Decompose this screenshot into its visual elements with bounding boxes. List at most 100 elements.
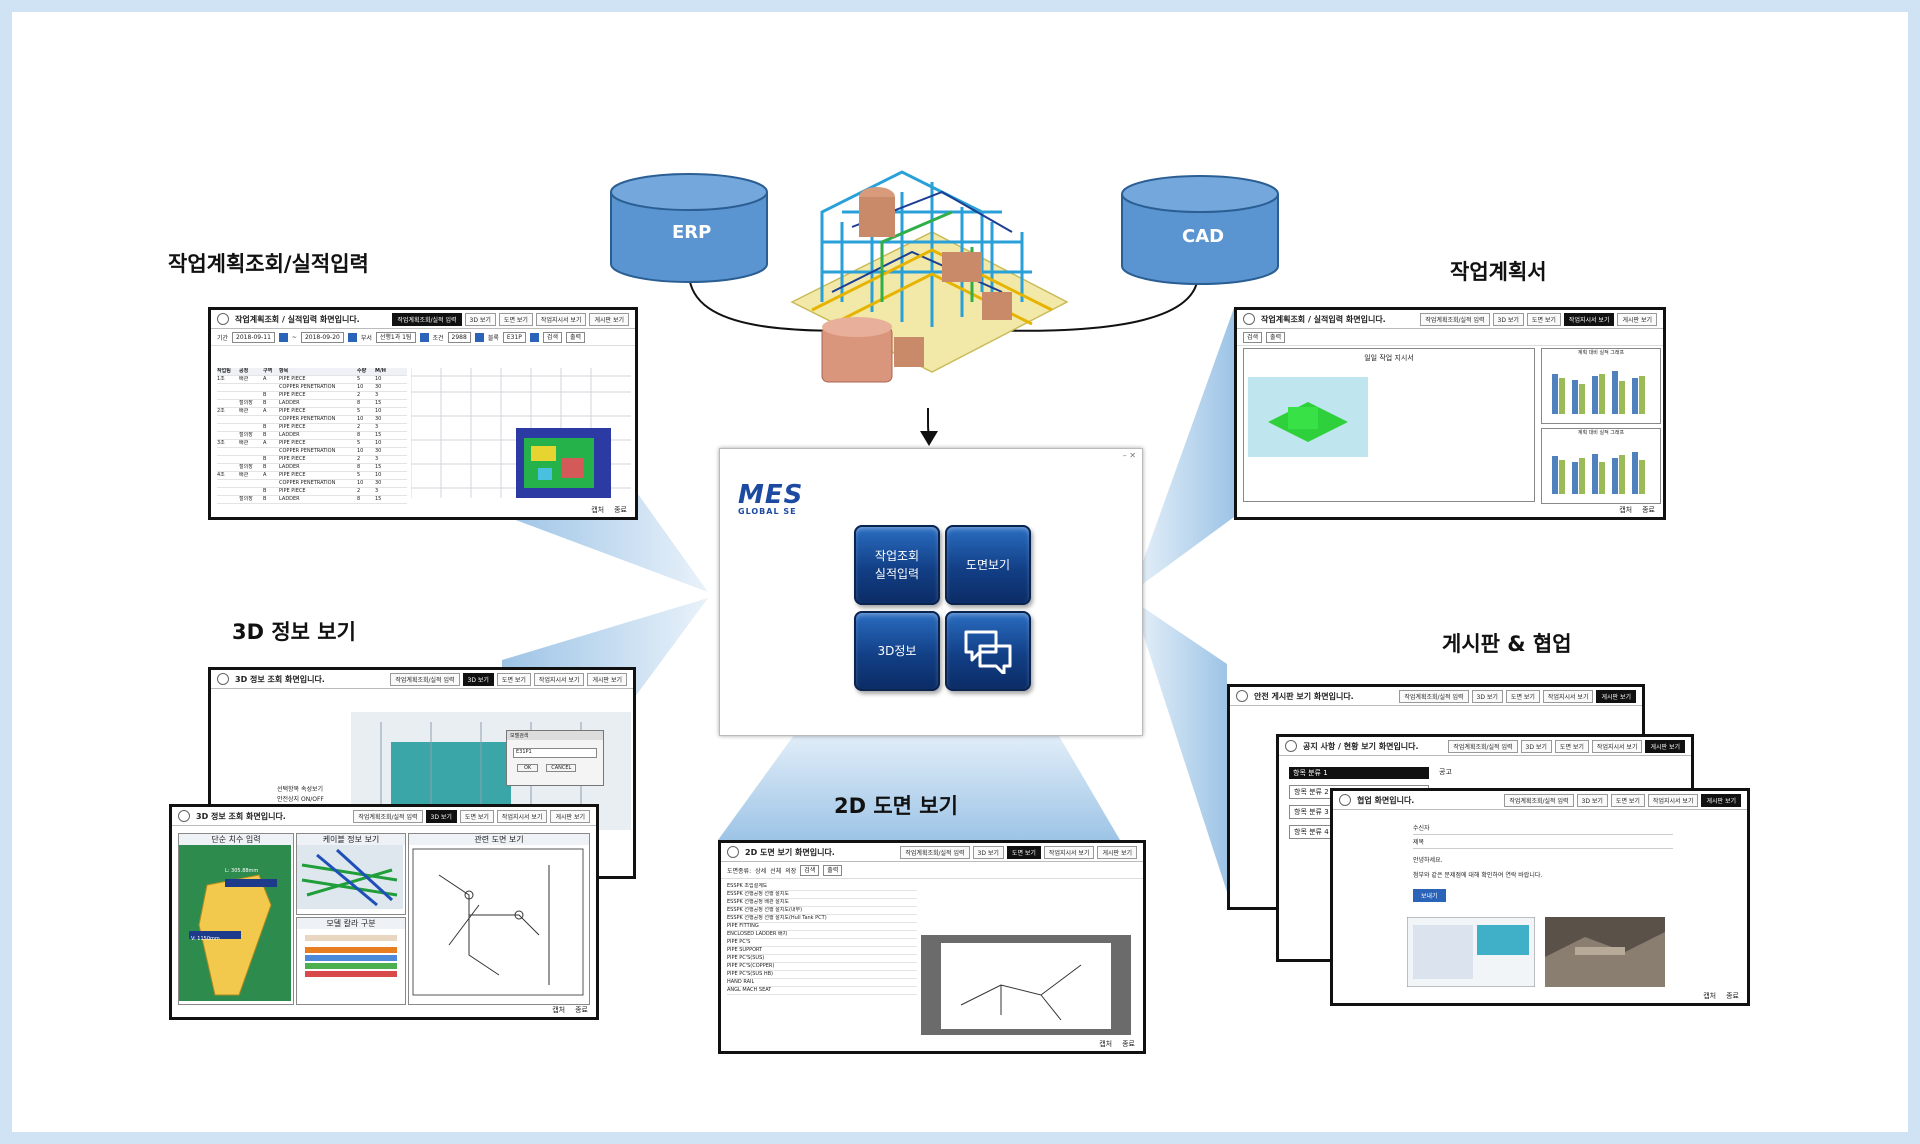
tab-plan[interactable]: 작업계획조회/실적 입력 bbox=[900, 845, 970, 859]
tab-plan[interactable]: 작업계획조회/실적 입력 bbox=[392, 312, 462, 326]
option-selection[interactable]: 선택항목 속성보기 bbox=[277, 786, 324, 793]
tab-plan[interactable]: 작업계획조회/실적 입력 bbox=[353, 809, 423, 823]
table-row[interactable]: HAND RAIL bbox=[727, 979, 917, 987]
drawing-view-button[interactable]: 도면보기 bbox=[945, 525, 1031, 605]
date-from-field[interactable]: 2018-09-11 bbox=[232, 331, 275, 343]
table-row[interactable]: ESSPK 선행공정 선행 설치도(Hull Tank PCT) bbox=[727, 915, 917, 923]
capture-button[interactable]: 캡처 bbox=[1619, 506, 1633, 514]
tab-instruction[interactable]: 작업지시서 보기 bbox=[1043, 845, 1095, 859]
tab-3d[interactable]: 3D 보기 bbox=[1471, 689, 1503, 703]
print-button[interactable]: 출력 bbox=[565, 331, 586, 343]
exit-button[interactable]: 종료 bbox=[1122, 1040, 1135, 1048]
category-item[interactable]: 항목 분류 1 bbox=[1289, 767, 1429, 779]
exit-button[interactable]: 종료 bbox=[614, 506, 627, 514]
search-button[interactable]: 검색 bbox=[1243, 331, 1263, 343]
capture-button[interactable]: 캡처 bbox=[1099, 1040, 1113, 1048]
cancel-button[interactable]: CANCEL bbox=[546, 764, 577, 772]
tab-plan[interactable]: 작업계획조회/실적 입력 bbox=[1504, 793, 1574, 807]
tab-board[interactable]: 게시판 보기 bbox=[550, 809, 590, 823]
dropdown-icon[interactable] bbox=[278, 332, 288, 342]
home-icon[interactable] bbox=[1236, 690, 1248, 702]
table-row[interactable]: PIPE SUPPORT bbox=[727, 947, 917, 955]
tab-plan[interactable]: 작업계획조회/실적 입력 bbox=[1399, 689, 1469, 703]
table-row[interactable]: ESSPK 선행공정 선행 설치도 bbox=[727, 891, 917, 899]
cond-field[interactable]: 2988 bbox=[447, 331, 471, 343]
tab-instruction[interactable]: 작업지시서 보기 bbox=[1647, 793, 1699, 807]
dropdown-icon[interactable] bbox=[474, 332, 484, 342]
window-controls-icon[interactable]: – ✕ bbox=[1122, 451, 1136, 460]
chat-button[interactable] bbox=[945, 611, 1031, 691]
tab-3d[interactable]: 3D 보기 bbox=[425, 809, 457, 823]
print-button[interactable]: 출력 bbox=[823, 864, 843, 876]
tab-instruction[interactable]: 작업지시서 보기 bbox=[496, 809, 548, 823]
tab-3d[interactable]: 3D 보기 bbox=[1576, 793, 1608, 807]
tab-drawing[interactable]: 도면 보기 bbox=[496, 672, 531, 686]
tab-drawing[interactable]: 도면 보기 bbox=[1554, 739, 1589, 753]
3d-info-button[interactable]: 3D정보 bbox=[854, 611, 940, 691]
recipient-field[interactable]: 수신자 bbox=[1413, 821, 1673, 835]
dropdown-icon[interactable] bbox=[347, 332, 357, 342]
tab-board[interactable]: 게시판 보기 bbox=[1645, 739, 1685, 753]
tab-drawing[interactable]: 도면 보기 bbox=[498, 312, 533, 326]
tab-instruction[interactable]: 작업지시서 보기 bbox=[1542, 689, 1594, 703]
date-to-field[interactable]: 2018-09-20 bbox=[300, 331, 344, 343]
capture-button[interactable]: 캡처 bbox=[591, 506, 605, 514]
exit-button[interactable]: 종료 bbox=[575, 1006, 588, 1014]
tab-drawing[interactable]: 도면 보기 bbox=[1526, 312, 1561, 326]
dropdown-icon[interactable] bbox=[529, 332, 539, 342]
capture-button[interactable]: 캡처 bbox=[552, 1006, 566, 1014]
tab-board[interactable]: 게시판 보기 bbox=[587, 672, 627, 686]
tab-3d[interactable]: 3D 보기 bbox=[464, 312, 496, 326]
tab-drawing[interactable]: 도면 보기 bbox=[1006, 845, 1041, 859]
dialog-input[interactable]: E31P1 bbox=[513, 748, 597, 758]
tab-plan[interactable]: 작업계획조회/실적 입력 bbox=[1448, 739, 1518, 753]
tab-board[interactable]: 게시판 보기 bbox=[1617, 312, 1657, 326]
home-icon[interactable] bbox=[1285, 740, 1297, 752]
tab-instruction[interactable]: 작업지시서 보기 bbox=[1591, 739, 1643, 753]
tab-instruction[interactable]: 작업지시서 보기 bbox=[1563, 312, 1615, 326]
dropdown-icon[interactable] bbox=[419, 332, 429, 342]
exit-button[interactable]: 종료 bbox=[1642, 506, 1655, 514]
home-icon[interactable] bbox=[1339, 794, 1351, 806]
ok-button[interactable]: OK bbox=[517, 764, 539, 772]
opt-detail[interactable]: 상세 bbox=[755, 867, 767, 875]
search-button[interactable]: 검색 bbox=[800, 864, 820, 876]
tab-drawing[interactable]: 도면 보기 bbox=[1505, 689, 1540, 703]
tab-board[interactable]: 게시판 보기 bbox=[1701, 793, 1741, 807]
tab-3d[interactable]: 3D 보기 bbox=[462, 672, 494, 686]
tab-plan[interactable]: 작업계획조회/실적 입력 bbox=[1420, 312, 1490, 326]
block-field[interactable]: E31P bbox=[502, 331, 526, 343]
send-button[interactable]: 보내기 bbox=[1413, 889, 1446, 902]
tab-board[interactable]: 게시판 보기 bbox=[589, 312, 629, 326]
table-row[interactable]: ANGL MACH SEAT bbox=[727, 987, 917, 995]
table-row[interactable]: ESSPK 선행공정 선행 설치도(내부) bbox=[727, 907, 917, 915]
exit-button[interactable]: 종료 bbox=[1726, 992, 1739, 1000]
opt-outfit[interactable]: 의장 bbox=[785, 867, 797, 875]
table-row[interactable]: PIPE PC'S(COPPER) bbox=[727, 963, 917, 971]
table-row[interactable]: PIPE PC'S(SUS) bbox=[727, 955, 917, 963]
dept-field[interactable]: 선행1과 1팀 bbox=[375, 331, 416, 343]
tab-drawing[interactable]: 도면 보기 bbox=[459, 809, 494, 823]
tab-3d[interactable]: 3D 보기 bbox=[1520, 739, 1552, 753]
tab-drawing[interactable]: 도면 보기 bbox=[1610, 793, 1645, 807]
option-safety[interactable]: 안전상지 ON/OFF bbox=[277, 796, 324, 803]
subject-field[interactable]: 제목 bbox=[1413, 835, 1673, 849]
table-row[interactable]: PIPE FITTING bbox=[727, 923, 917, 931]
home-icon[interactable] bbox=[727, 846, 739, 858]
table-row[interactable]: ENCLOSED LADDER 배치 bbox=[727, 931, 917, 939]
tab-board[interactable]: 게시판 보기 bbox=[1097, 845, 1137, 859]
tab-board[interactable]: 게시판 보기 bbox=[1596, 689, 1636, 703]
work-input-button[interactable]: 작업조회 실적입력 bbox=[854, 525, 940, 605]
